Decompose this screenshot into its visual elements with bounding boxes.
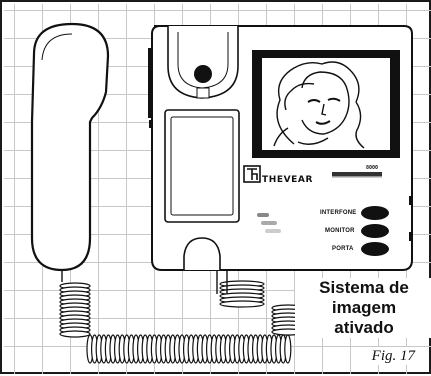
camera-lens	[194, 65, 212, 83]
caption-line-3: ativado	[334, 318, 394, 337]
status-caption: Sistema de imagem ativado	[295, 278, 431, 338]
brand-logo	[243, 165, 261, 183]
visitor-face-image	[273, 61, 365, 149]
side-switch[interactable]	[149, 120, 152, 128]
monitor-label: MONITOR	[325, 228, 355, 234]
coiled-cord	[59, 280, 305, 364]
cord-coil	[219, 300, 265, 308]
side-connector-bottom	[409, 232, 413, 241]
figure-label: Fig. 17	[369, 347, 417, 365]
cord-coil	[284, 334, 292, 364]
monitor-button[interactable]	[361, 224, 389, 238]
caption-line-2: imagem	[331, 298, 397, 317]
indicator-slot	[261, 221, 277, 225]
model-number: 8000	[366, 165, 379, 171]
interfone-label: INTERFONE	[320, 210, 357, 216]
video-screen	[262, 58, 390, 150]
caption-line-1: Sistema de	[319, 278, 409, 297]
side-handset-mount	[148, 48, 153, 118]
porta-button[interactable]	[361, 242, 389, 256]
cord-coil	[59, 330, 91, 338]
cord-jack	[183, 237, 221, 270]
side-connector-top	[409, 196, 413, 205]
monitor-base-unit	[148, 25, 413, 271]
brand-name: THEVEAR	[262, 175, 314, 185]
indicator-slot	[265, 229, 281, 233]
handset[interactable]	[30, 22, 110, 272]
indicator-slot	[257, 213, 269, 217]
model-bar	[332, 172, 382, 176]
porta-label: PORTA	[332, 246, 354, 252]
interfone-button[interactable]	[361, 206, 389, 220]
